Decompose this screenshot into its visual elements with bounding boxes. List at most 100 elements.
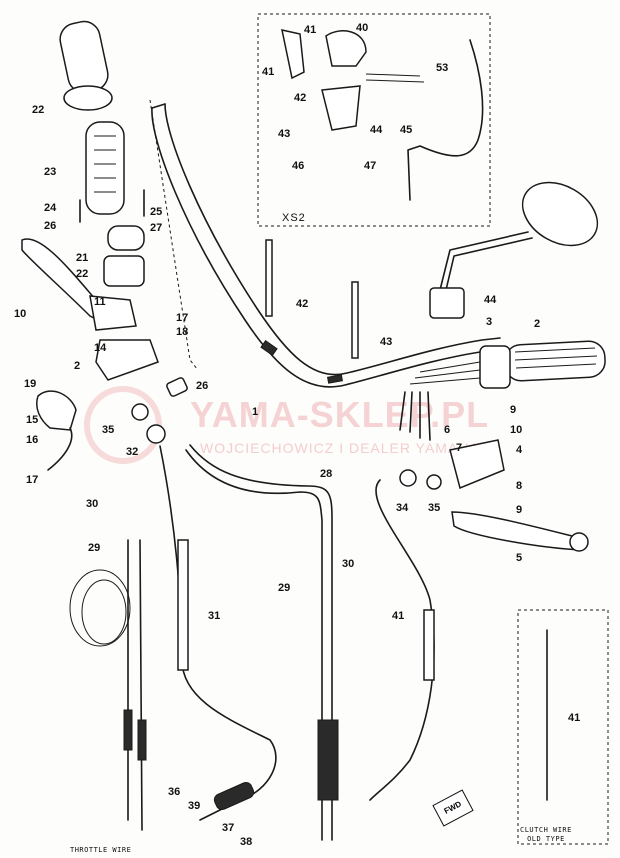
callout: 39 (188, 800, 201, 812)
callout: 11 (94, 296, 106, 308)
brake-wire-sheath (177, 539, 189, 671)
throttle-wire-center (189, 444, 333, 841)
callout: 8 (516, 480, 523, 492)
left-grip-body (85, 121, 125, 215)
callout: 41 (392, 610, 405, 622)
callout: 37 (222, 822, 235, 834)
callout: 36 (168, 786, 181, 798)
callout: 23 (44, 166, 57, 178)
throttle-wire-pair (127, 539, 143, 831)
callout: 43 (380, 336, 393, 348)
throttle-wire-coil (69, 569, 131, 647)
xs2-wires (365, 73, 425, 83)
callout: 5 (516, 552, 523, 564)
callout: 41 (262, 66, 275, 78)
adjuster-nut-right (399, 469, 417, 487)
clutch-wire-caption: CLUTCH WIRE OLD TYPE (520, 826, 572, 843)
brake-lever-holder (449, 439, 505, 490)
callout: 35 (428, 502, 441, 514)
callout: 22 (76, 268, 89, 280)
callout: 44 (484, 294, 497, 306)
switch-housing-45 (325, 30, 367, 67)
callout: 26 (196, 380, 209, 392)
clutch-lever-holder (89, 295, 137, 331)
callout: 45 (400, 124, 413, 136)
callout: 19 (24, 378, 37, 390)
xs2-label: XS2 (282, 212, 306, 224)
handlebar-end (151, 103, 166, 109)
callout: 6 (444, 424, 451, 436)
callout: 40 (356, 22, 369, 34)
rubber-boot (166, 377, 188, 397)
callout: 41 (568, 712, 581, 724)
switch-housing-46 (321, 85, 361, 131)
callout: 10 (14, 308, 27, 320)
throttle-adjuster (123, 709, 133, 751)
callout: 38 (240, 836, 253, 848)
callout: 31 (208, 610, 221, 622)
throttle-adjuster (137, 719, 147, 761)
callout: 26 (44, 220, 57, 232)
grip-end-cap (63, 85, 113, 111)
switch-lever-47 (281, 29, 305, 80)
callout: 24 (44, 202, 57, 214)
callout: 22 (32, 104, 45, 116)
callout: 15 (26, 414, 39, 426)
adjuster-nut (131, 403, 149, 421)
callout: 30 (86, 498, 99, 510)
switch-housing-upper (107, 225, 145, 251)
callout: 1 (252, 406, 259, 418)
throttle-wire-center (185, 449, 323, 841)
callout: 42 (296, 298, 309, 310)
watermark-title: YAMA-SKLEP.PL (190, 394, 490, 435)
callout: 16 (26, 434, 39, 446)
callout: 53 (436, 62, 449, 74)
callout: 34 (396, 502, 409, 514)
callout: 18 (176, 326, 189, 338)
callout: 2 (74, 360, 81, 372)
callout: 27 (150, 222, 163, 234)
callout: 2 (534, 318, 541, 330)
choke-lever (36, 390, 77, 431)
grip-texture (94, 135, 116, 193)
callout: 10 (510, 424, 523, 436)
switch-wire-bundle (399, 391, 431, 441)
callout: 29 (278, 582, 291, 594)
xs2-inset-box (257, 13, 491, 227)
callout: 9 (516, 504, 523, 516)
adjuster-nut-right (426, 474, 442, 490)
callout: 46 (292, 160, 305, 172)
handlebar-mark (327, 374, 343, 384)
callout: 7 (456, 442, 463, 454)
callout: 3 (486, 316, 493, 328)
callout: 25 (150, 206, 163, 218)
mirror-stem (439, 231, 533, 291)
callout: 47 (364, 160, 377, 172)
callout: 17 (176, 312, 189, 324)
handlebar-mark (260, 340, 278, 356)
left-assembly-dashed-guide (149, 99, 199, 371)
callout: 17 (26, 474, 39, 486)
callout: 44 (370, 124, 383, 136)
lever-bracket-clamp (95, 339, 159, 381)
mirror-head (521, 181, 599, 247)
xs2-cable-53 (407, 39, 484, 201)
callout: 4 (516, 444, 523, 456)
callout: 9 (510, 404, 517, 416)
clutch-wire-sheath (423, 609, 435, 681)
adjuster-nut (146, 424, 166, 444)
brake-wire (159, 445, 277, 821)
choke-wire (47, 427, 73, 471)
cable-adjuster-center (317, 719, 339, 801)
callout: 28 (320, 468, 333, 480)
mirror-bracket (429, 287, 465, 319)
cable-strap (351, 281, 359, 359)
callout: 43 (278, 128, 291, 140)
callout: 42 (294, 92, 307, 104)
callout: 29 (88, 542, 101, 554)
throttle-wire-caption: THROTTLE WIRE (70, 846, 132, 854)
throttle-wire-coil (81, 579, 127, 645)
callout: 41 (304, 24, 317, 36)
switch-wires (409, 361, 481, 385)
